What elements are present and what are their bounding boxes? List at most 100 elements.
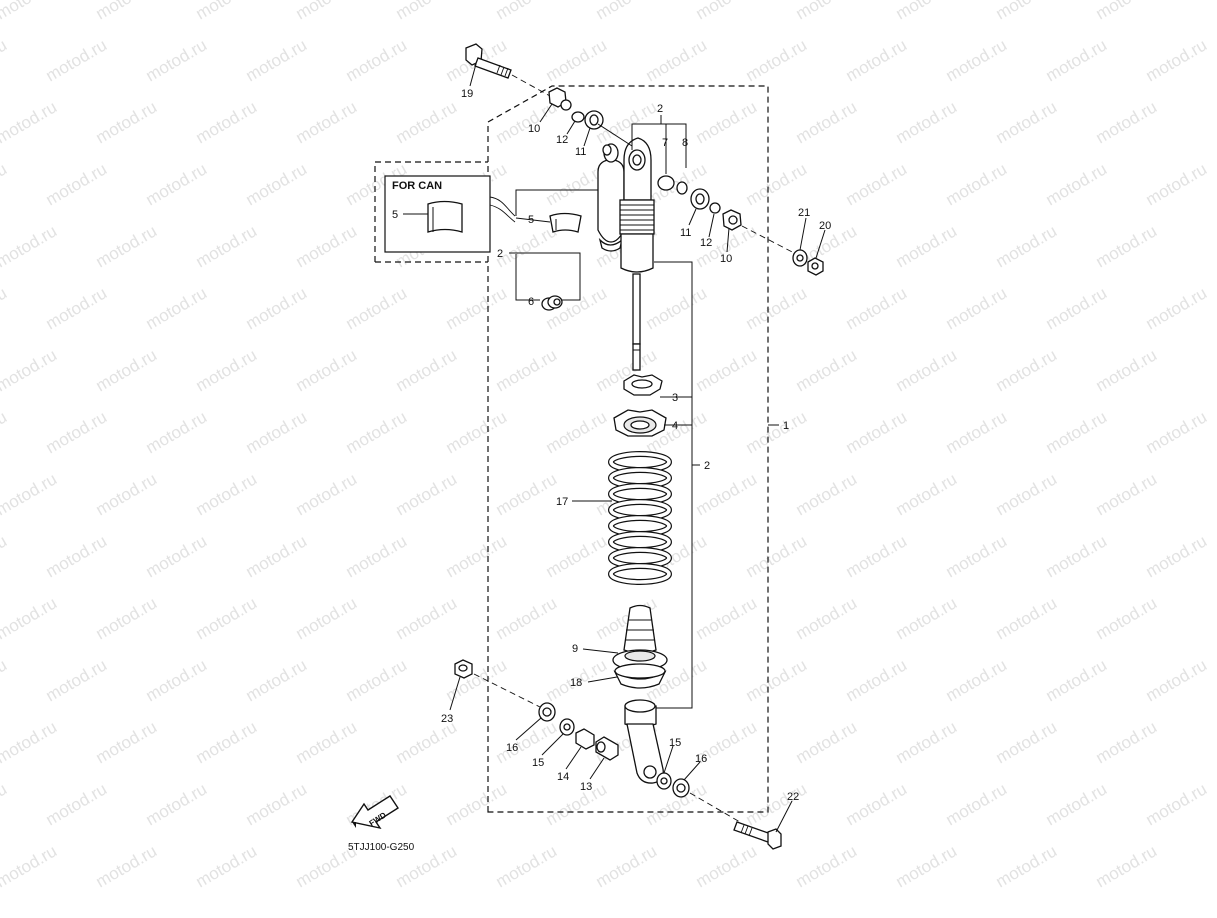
watermark: motod.ru [793, 469, 861, 519]
bushing-14 [575, 728, 595, 750]
callout-3: 3 [672, 392, 678, 404]
watermark: motod.ru [893, 469, 961, 519]
watermark: motod.ru [1093, 221, 1161, 271]
watermark: motod.ru [0, 779, 10, 829]
lower-clevis [624, 699, 664, 784]
watermark: motod.ru [43, 655, 111, 705]
watermark: motod.ru [143, 35, 211, 85]
watermark: motod.ru [843, 283, 911, 333]
watermark: motod.ru [843, 655, 911, 705]
shock-upper-body [597, 137, 655, 371]
callout-11-right: 11 [680, 227, 691, 239]
watermark: motod.ru [393, 469, 461, 519]
watermark: motod.ru [843, 779, 911, 829]
watermark: motod.ru [943, 283, 1011, 333]
watermark: motod.ru [693, 345, 761, 395]
watermark: motod.ru [1093, 345, 1161, 395]
watermark: motod.ru [943, 159, 1011, 209]
watermark: motod.ru [693, 0, 761, 23]
watermark: motod.ru [43, 283, 111, 333]
watermark: motod.ru [943, 655, 1011, 705]
watermark: motod.ru [943, 779, 1011, 829]
watermark: motod.ru [993, 0, 1061, 23]
watermark: motod.ru [543, 779, 611, 829]
watermark: motod.ru [193, 717, 261, 767]
watermark: motod.ru [143, 779, 211, 829]
callout-5: 5 [528, 214, 534, 226]
watermark: motod.ru [1093, 717, 1161, 767]
watermark: motod.ru [493, 717, 561, 767]
watermark: motod.ru [743, 283, 811, 333]
watermark: motod.ru [1143, 779, 1211, 829]
callout-16-left: 16 [506, 742, 518, 754]
seal-11-upper [584, 110, 604, 130]
callout-18: 18 [570, 677, 582, 689]
watermark: motod.ru [193, 841, 261, 891]
watermark: motod.ru [493, 97, 561, 147]
watermark: motod.ru [993, 469, 1061, 519]
watermark: motod.ru [543, 35, 611, 85]
for-can-inset: FOR CAN 5 [384, 175, 516, 253]
watermark: motod.ru [43, 531, 111, 581]
watermark: motod.ru [243, 531, 311, 581]
watermark: motod.ru [1043, 655, 1111, 705]
seal-11-right [690, 188, 710, 210]
watermark: motod.ru [0, 221, 60, 271]
watermark: motod.ru [293, 717, 361, 767]
callout-2-right: 2 [704, 460, 710, 472]
callout-10-right: 10 [720, 253, 732, 265]
nut-20 [807, 257, 824, 276]
watermark: motod.ru [543, 531, 611, 581]
watermark: motod.ru [743, 655, 811, 705]
cap-5 [549, 212, 582, 233]
watermark: motod.ru [93, 345, 161, 395]
callout-7: 7 [662, 137, 668, 149]
bump-stopper [623, 604, 657, 654]
watermark: motod.ru [593, 841, 661, 891]
watermark: motod.ru [293, 469, 361, 519]
watermark: motod.ru [493, 841, 561, 891]
watermark: motod.ru [243, 159, 311, 209]
watermark: motod.ru [293, 0, 361, 23]
watermark: motod.ru [543, 407, 611, 457]
watermark: motod.ru [343, 531, 411, 581]
watermark: motod.ru [443, 531, 511, 581]
callout-12-upper: 12 [556, 134, 568, 146]
callout-14: 14 [557, 771, 569, 783]
watermark: motod.ru [0, 469, 60, 519]
callout-6: 6 [528, 296, 534, 308]
watermark: motod.ru [843, 159, 911, 209]
callout-1: 1 [783, 420, 789, 432]
spring-17 [608, 451, 673, 585]
watermark: motod.ru [893, 717, 961, 767]
seal-16-right [672, 778, 690, 798]
watermark: motod.ru [93, 717, 161, 767]
watermark: motod.ru [343, 35, 411, 85]
callout-13: 13 [580, 781, 592, 793]
watermark: motod.ru [493, 221, 561, 271]
watermark: motod.ru [193, 221, 261, 271]
watermark: motod.ru [143, 407, 211, 457]
callout-22: 22 [787, 791, 799, 803]
nut-23 [454, 659, 473, 679]
watermark: motod.ru [0, 841, 60, 891]
watermark: motod.ru [1043, 531, 1111, 581]
for-can-frame [374, 161, 488, 262]
callout-21: 21 [798, 207, 810, 219]
watermark: motod.ru [93, 97, 161, 147]
watermark: motod.ru [1093, 841, 1161, 891]
watermark: motod.ru [943, 407, 1011, 457]
valve-6 [541, 295, 563, 311]
watermark: motod.ru [893, 841, 961, 891]
watermark: motod.ru [743, 779, 811, 829]
callout-2-top: 2 [657, 103, 663, 115]
watermark: motod.ru [793, 841, 861, 891]
watermark: motod.ru [43, 159, 111, 209]
watermark: motod.ru [393, 345, 461, 395]
callout-4: 4 [672, 420, 678, 432]
watermark: motod.ru [1093, 593, 1161, 643]
watermark: motod.ru [743, 159, 811, 209]
watermark: motod.ru [93, 841, 161, 891]
watermark: motod.ru [143, 283, 211, 333]
